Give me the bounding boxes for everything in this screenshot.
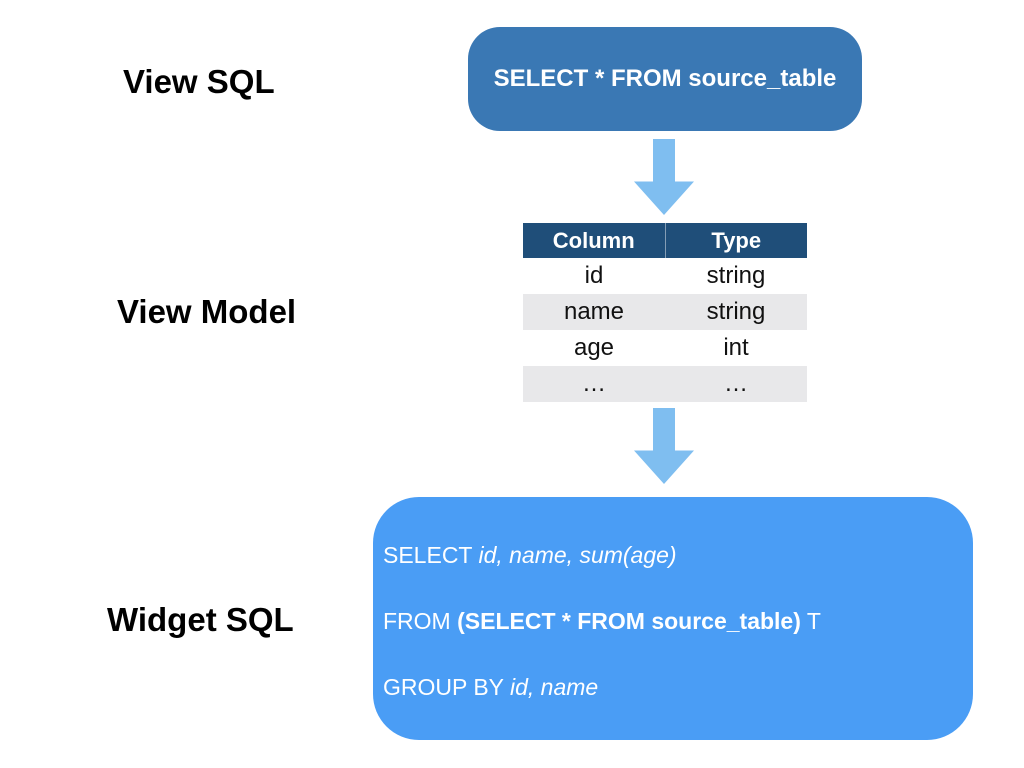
view-sql-text: SELECT * FROM source_table [493,65,837,92]
down-arrow-icon [634,139,694,215]
column-cell: age [573,334,615,361]
column-cell: id [584,262,604,289]
table-row: age int [523,330,807,366]
table-row: id string [523,258,807,294]
widget-sql-label: Widget SQL [107,601,294,638]
type-cell: … [724,370,748,397]
sql-keyword-from: FROM [383,608,451,634]
column-header: Column [523,223,666,258]
sql-keyword-groupby: GROUP BY [383,674,504,700]
view-model-table: Column Type id string name string age in… [523,223,807,402]
sql-keyword-select: SELECT [383,542,473,568]
view-model-label: View Model [117,293,297,330]
widget-sql-box: SELECT id, name, sum(age) FROM (SELECT *… [373,497,973,740]
type-cell: string [706,298,766,325]
table-row: name string [523,294,807,330]
sql-subquery: (SELECT * FROM source_table) [457,608,801,634]
table-row: … … [523,366,807,402]
sql-select-fields: id, name, sum(age) [478,542,677,568]
column-cell: … [582,370,606,397]
sql-table-alias: T [806,608,821,634]
table-header-row: Column Type [523,223,807,258]
type-cell: string [706,262,766,289]
widget-sql-line-select: SELECT id, name, sum(age) [383,541,955,569]
type-header: Type [665,223,807,258]
view-sql-label: View SQL [123,63,275,100]
down-arrow-icon [634,408,694,484]
widget-sql-line-from: FROM (SELECT * FROM source_table) T [383,607,955,635]
type-cell: int [723,334,749,361]
sql-groupby-fields: id, name [509,674,599,700]
column-cell: name [563,298,625,325]
view-sql-box: SELECT * FROM source_table [468,27,862,131]
widget-sql-line-groupby: GROUP BY id, name [383,673,955,701]
